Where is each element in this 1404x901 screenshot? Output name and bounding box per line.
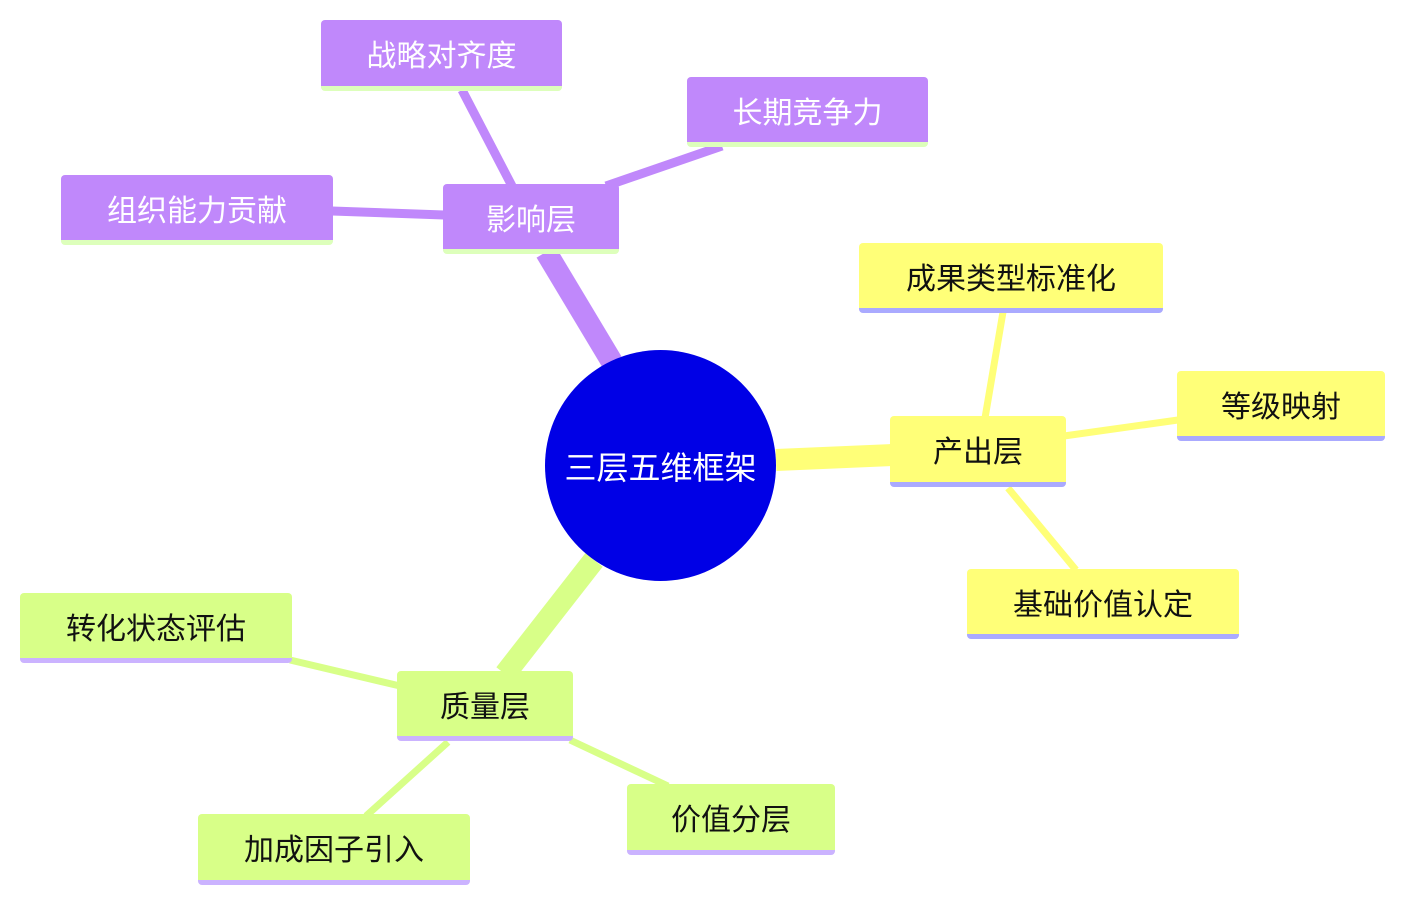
node-output-layer[interactable]: 产出层 [890, 416, 1066, 487]
link-output-standardize [981, 311, 1007, 419]
node-conversion-status-assessment[interactable]: 转化状态评估 [20, 593, 292, 663]
link-impact-strategy [458, 87, 516, 189]
node-quality-layer[interactable]: 质量层 [397, 671, 573, 741]
node-base-value-recognition[interactable]: 基础价值认定 [967, 569, 1239, 639]
link-output-base [1005, 485, 1079, 573]
link-impact-competitiveness [604, 141, 724, 191]
node-result-type-standardization[interactable]: 成果类型标准化 [859, 243, 1163, 313]
node-impact-layer[interactable]: 影响层 [443, 184, 619, 254]
link-output-grade [1063, 416, 1179, 440]
node-strategic-alignment[interactable]: 战略对齐度 [321, 20, 562, 91]
link-root-output [775, 444, 893, 471]
link-root-impact [536, 246, 622, 368]
link-root-quality [496, 553, 603, 681]
link-quality-conversion [289, 656, 401, 690]
node-org-capability-contribution[interactable]: 组织能力贡献 [61, 175, 333, 245]
root-node[interactable]: 三层五维框架 [545, 350, 776, 581]
link-quality-bonus [363, 739, 451, 819]
node-value-tiering[interactable]: 价值分层 [627, 784, 835, 855]
link-quality-tiering [568, 736, 670, 790]
node-long-term-competitiveness[interactable]: 长期竞争力 [687, 77, 928, 147]
link-impact-org [331, 206, 445, 220]
node-bonus-factor-introduction[interactable]: 加成因子引入 [198, 814, 470, 885]
node-grade-mapping[interactable]: 等级映射 [1177, 371, 1385, 441]
